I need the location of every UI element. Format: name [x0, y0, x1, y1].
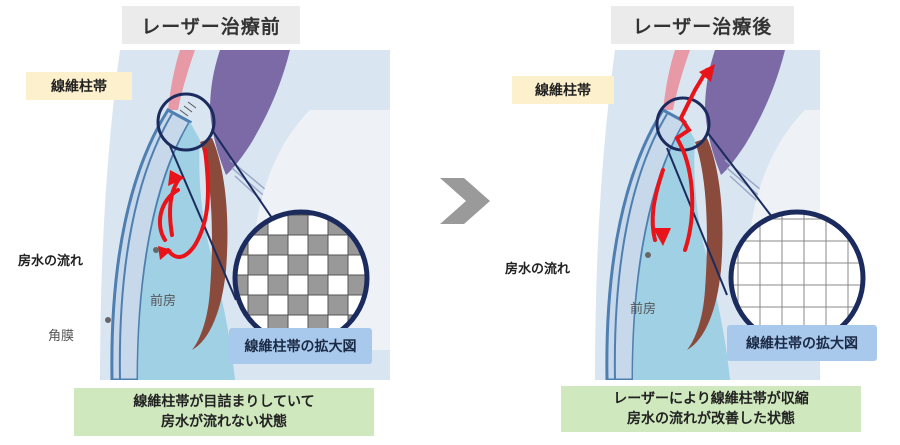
iris-shape [192, 138, 228, 350]
after-zoom-circle [728, 209, 866, 347]
flow-arrowhead-2 [158, 246, 172, 260]
after-caption: レーザーにより線維柱帯が収縮 房水の流れが改善した状態 [561, 386, 861, 432]
before-caption: 線維柱帯が目詰まりしていて 房水が流れない状態 [74, 388, 374, 436]
focus-circle [156, 92, 216, 152]
before-cornea-label: 角膜 [48, 329, 75, 344]
before-caption-line-1: 線維柱帯が目詰まりしていて [133, 394, 315, 410]
trabecular-mesh-dots [179, 101, 197, 117]
before-zoom-label: 線維柱帯の拡大図 [229, 328, 372, 364]
after-trabecular-label: 線維柱帯 [512, 76, 614, 104]
cornea-shape [110, 108, 193, 380]
before-title: レーザー治療前 [122, 6, 300, 44]
after-zoom-label: 線維柱帯の拡大図 [727, 325, 877, 361]
after-chamber-label: 前房 [630, 302, 657, 317]
after-caption-line-1: レーザーにより線維柱帯が収縮 [613, 391, 809, 407]
flow-arrowhead-1 [168, 170, 185, 186]
before-aqueous-label: 房水の流れ [18, 254, 84, 269]
before-trabecular-label: 線維柱帯 [26, 72, 132, 100]
after-title: レーザー治療後 [611, 6, 794, 44]
after-aqueous-label: 房水の流れ [505, 262, 571, 277]
after-caption-line-2: 房水の流れが改善した状態 [627, 411, 795, 427]
ciliary-body [210, 50, 290, 175]
before-chamber-label: 前房 [150, 294, 177, 309]
before-caption-line-2: 房水が流れない状態 [161, 414, 287, 430]
chevron-right-icon [440, 178, 490, 224]
